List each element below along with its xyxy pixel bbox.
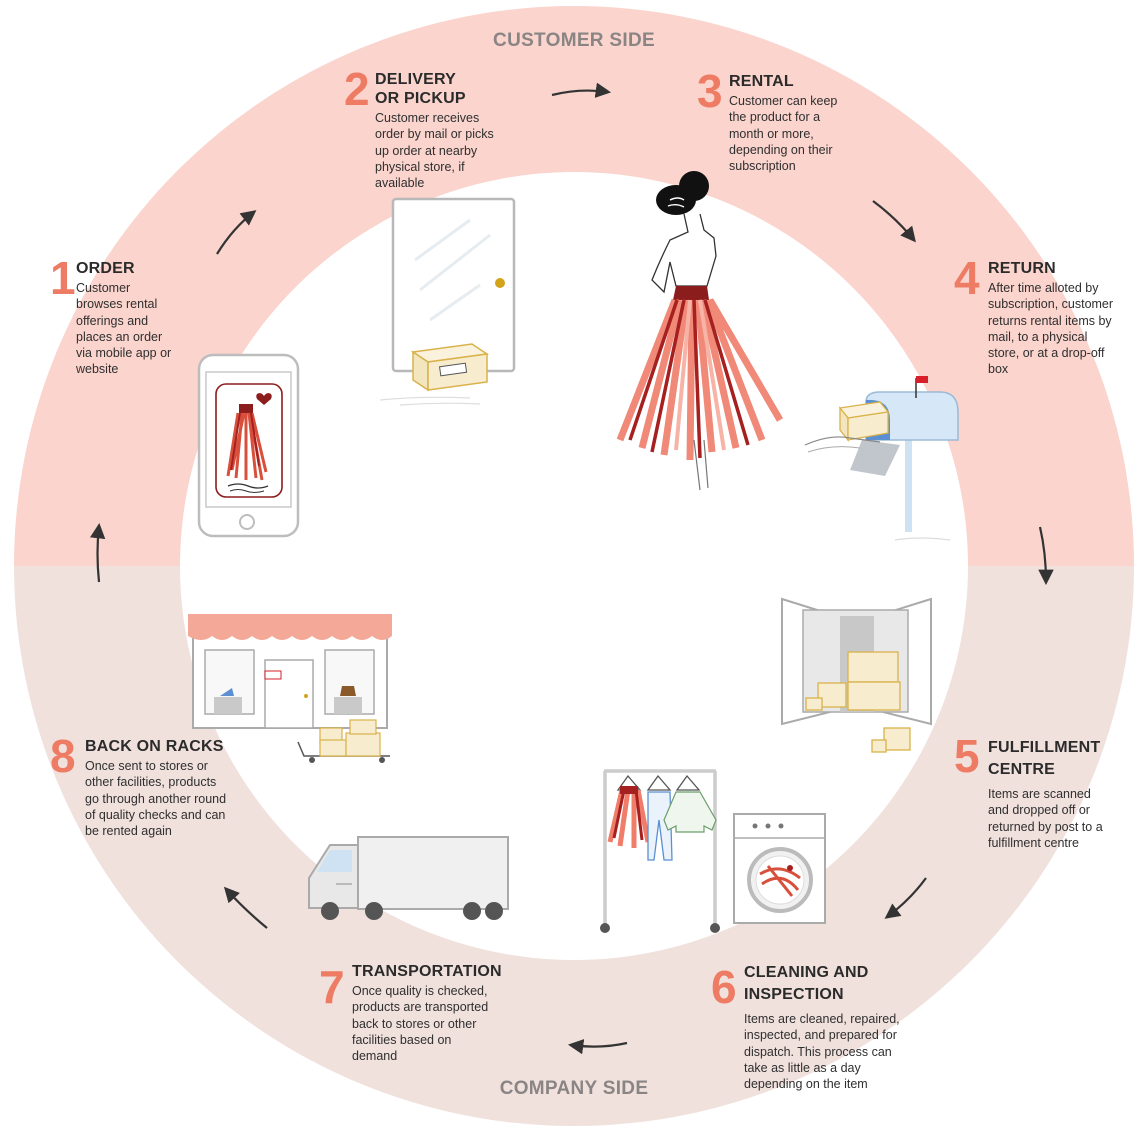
step-description: Once quality is checked, products are tr… bbox=[352, 984, 489, 1064]
step-title: RETURN bbox=[988, 260, 1056, 277]
arrow-8-to-1 bbox=[89, 522, 106, 583]
step-title: CLEANING AND INSPECTION bbox=[744, 964, 869, 1003]
step-description: Customer browses rental offerings and pl… bbox=[76, 281, 172, 377]
company-side-label: COMPANY SIDE bbox=[499, 1078, 649, 1099]
step-number: 6 bbox=[711, 961, 737, 1013]
inner-circle bbox=[180, 172, 968, 960]
arrow-2-to-3 bbox=[551, 82, 612, 98]
step-title: DELIVERY OR PICKUP bbox=[375, 71, 466, 107]
step-title: FULFILLMENT CENTRE bbox=[988, 739, 1101, 778]
arrow-1-to-2 bbox=[216, 210, 257, 255]
step-description: Customer can keep the product for a mont… bbox=[729, 94, 838, 174]
mailbox-icon bbox=[804, 376, 959, 541]
step-number: 4 bbox=[954, 252, 980, 304]
washing-machine-icon bbox=[733, 813, 826, 924]
step-description: After time alloted by subscription, cust… bbox=[988, 281, 1114, 377]
smartphone-icon bbox=[197, 353, 300, 538]
step-description: Items are scanned and dropped off or ret… bbox=[988, 787, 1103, 850]
parcel-icon bbox=[410, 343, 490, 392]
arrow-6-to-7 bbox=[567, 1039, 628, 1055]
woman-in-dress-icon bbox=[616, 171, 784, 491]
customer-side-label: CUSTOMER SIDE bbox=[493, 30, 655, 51]
clothes-rack-icon bbox=[600, 769, 720, 933]
step-number: 8 bbox=[50, 730, 76, 782]
arrow-4-to-5 bbox=[1038, 526, 1054, 586]
arrow-7-to-8 bbox=[223, 886, 268, 929]
step-number: 2 bbox=[344, 63, 370, 115]
arrow-3-to-4 bbox=[872, 200, 916, 243]
storefront-icon bbox=[188, 614, 392, 763]
step-description: Items are cleaned, repaired, inspected, … bbox=[744, 1012, 900, 1092]
step-title: BACK ON RACKS bbox=[85, 738, 224, 755]
step-title: RENTAL bbox=[729, 73, 794, 90]
step-number: 3 bbox=[697, 65, 723, 117]
step-number: 1 bbox=[50, 252, 76, 304]
arrow-5-to-6 bbox=[884, 877, 927, 919]
step-number: 5 bbox=[954, 730, 980, 782]
step-description: Customer receives order by mail or picks… bbox=[375, 111, 494, 191]
step-title: TRANSPORTATION bbox=[352, 963, 502, 980]
flow-arrows bbox=[89, 82, 1054, 1055]
truck-icon bbox=[308, 836, 509, 920]
step-title: ORDER bbox=[76, 260, 135, 277]
step-number: 7 bbox=[319, 961, 345, 1013]
storage-unit-icon bbox=[781, 597, 932, 753]
step-description: Once sent to stores or other facilities,… bbox=[85, 759, 227, 839]
